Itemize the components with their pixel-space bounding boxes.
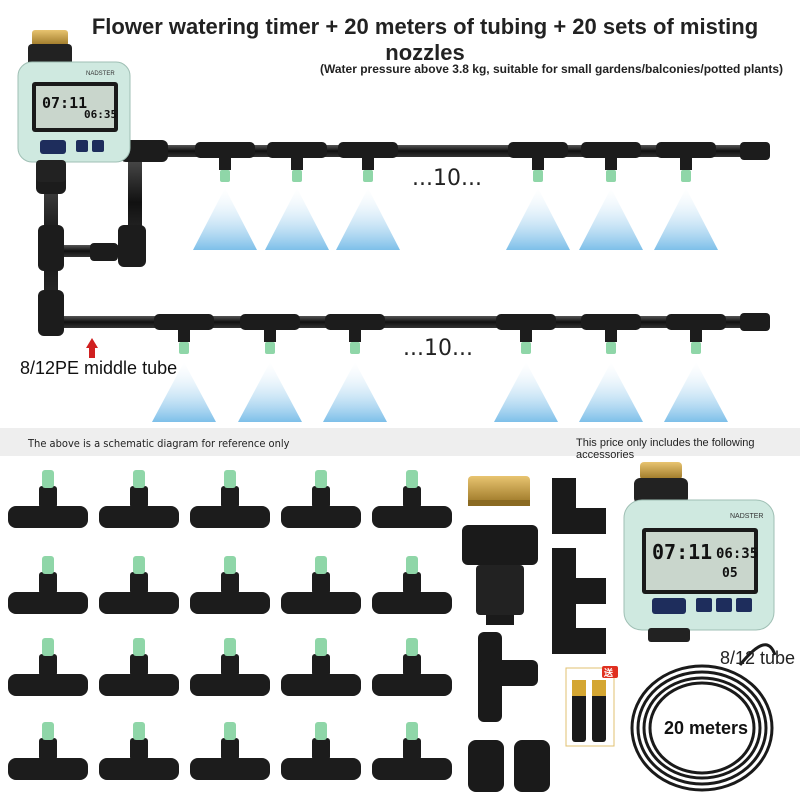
timer-schematic-brand: NADSTER [86,71,115,77]
tee-grid [8,470,452,780]
tee-nozzle-13 [190,638,270,696]
tube-length-label: 20 meters [664,718,749,738]
timer-product [623,462,775,642]
tee-nozzle-5 [372,470,452,528]
tee-nozzle-15 [372,638,452,696]
row1-count-label: ...10... [412,166,482,191]
batteries [565,666,618,747]
tee-nozzle-4 [281,470,361,528]
tee-nozzle-17 [99,722,179,780]
page-subtitle: (Water pressure above 3.8 kg, suitable f… [320,62,784,76]
divider-band [0,428,800,456]
tee-nozzle-2 [99,470,179,528]
tee-nozzle-14 [281,638,361,696]
lower-nozzle-row [152,314,728,422]
timer-time-secondary: 06:35 [716,546,759,562]
timer-brand: NADSTER [730,513,764,520]
quick-connector [462,525,538,625]
tee-nozzle-19 [281,722,361,780]
tee-nozzle-20 [372,722,452,780]
tube-size-label: 8/12 tube [720,648,796,668]
schematic-note: The above is a schematic diagram for ref… [28,437,290,450]
timer-schematic-time2: 06:35 [84,108,118,121]
timer-schematic [17,30,131,182]
coiled-tube [630,643,777,792]
row2-count-label: ...10... [403,336,473,361]
tee-nozzle-6 [8,556,88,614]
timer-schematic-time: 07:11 [42,94,88,112]
tee-nozzle-8 [190,556,270,614]
tee-nozzle-11 [8,638,88,696]
elbow-connectors [552,478,606,654]
upper-nozzle-row [193,142,718,250]
battery-tag: 送 [604,668,614,678]
tube-type-label: 8/12PE middle tube [20,358,178,378]
timer-time-main: 07:11 [652,540,713,564]
tee-nozzle-18 [190,722,270,780]
accessories-note: This price only includes the following a… [576,437,755,461]
brass-adapter [468,476,530,506]
tee-connector [478,632,538,722]
tee-nozzle-1 [8,470,88,528]
tee-nozzle-12 [99,638,179,696]
end-plugs [468,740,550,792]
timer-small-readout: 05 [722,566,738,581]
tube-arrow [86,338,98,358]
tee-nozzle-16 [8,722,88,780]
pipe-network [36,140,770,336]
tee-nozzle-7 [99,556,179,614]
page-title: Flower watering timer + 20 meters of tub… [91,14,759,65]
tee-nozzle-10 [372,556,452,614]
tee-nozzle-9 [281,556,361,614]
tee-nozzle-3 [190,470,270,528]
